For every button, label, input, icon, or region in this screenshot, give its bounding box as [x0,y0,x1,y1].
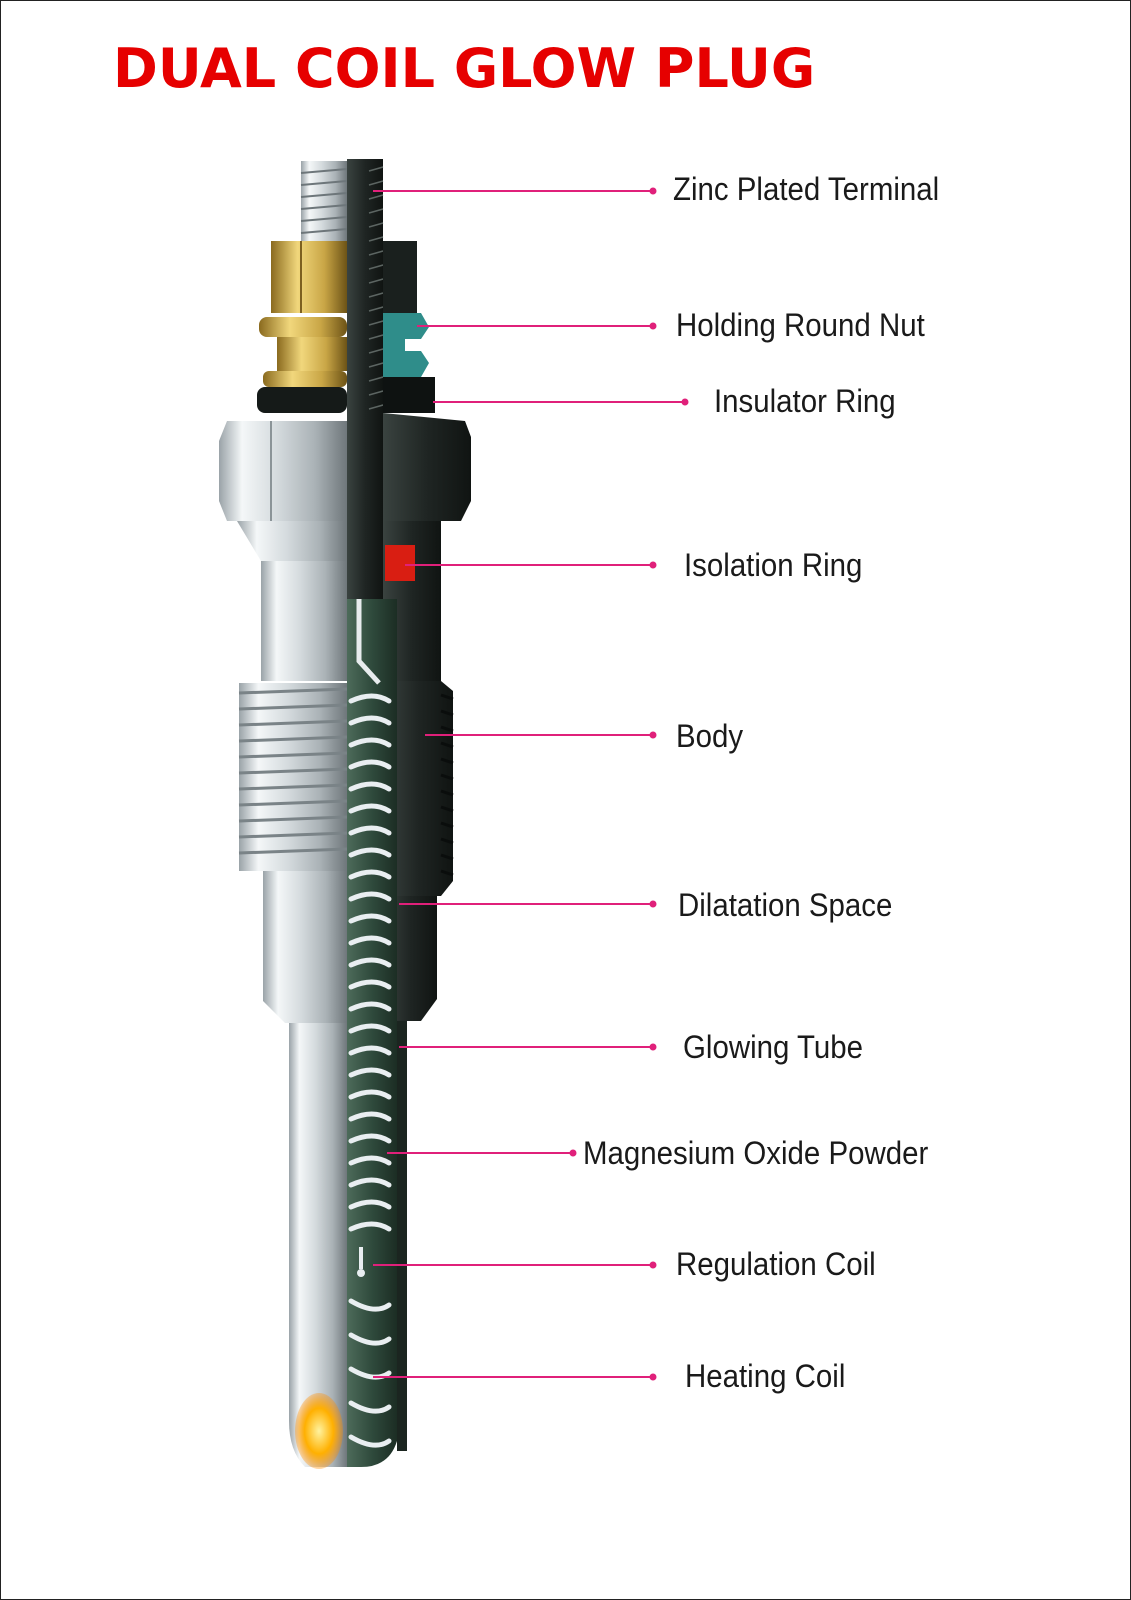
magnesium-oxide-section [347,599,397,1403]
holding-round-nut-section [383,313,429,377]
label-regulation-coil: Regulation Coil [676,1246,876,1282]
nut-section [383,241,417,313]
label-glowing-tube: Glowing Tube [683,1029,864,1065]
page-title: DUAL COIL GLOW PLUG [113,37,816,100]
hex-body-exterior [219,421,347,521]
label-insulator-ring: Insulator Ring [714,383,896,419]
terminal-thread-exterior [301,161,347,241]
hex-nut-exterior [271,241,347,313]
hex-body-section [383,413,471,521]
label-dilatation-space: Dilatation Space [678,887,893,923]
label-heating-coil: Heating Coil [685,1358,846,1394]
label-holding-round-nut: Holding Round Nut [676,307,925,343]
insulator-ring-section [383,377,435,413]
heating-coil-section [348,1298,392,1448]
glow-tip [295,1393,343,1469]
glowing-tube-exterior [289,1023,347,1403]
label-magnesium-oxide-powder: Magnesium Oxide Powder [583,1135,929,1171]
regulation-coil-section [348,693,392,1232]
label-zinc-plated-terminal: Zinc Plated Terminal [673,171,940,207]
label-isolation-ring: Isolation Ring [684,547,863,583]
isolation-ring-section [385,545,415,581]
leader-lines [373,187,689,1381]
label-body: Body [676,718,744,754]
body-threads-exterior [238,683,348,871]
